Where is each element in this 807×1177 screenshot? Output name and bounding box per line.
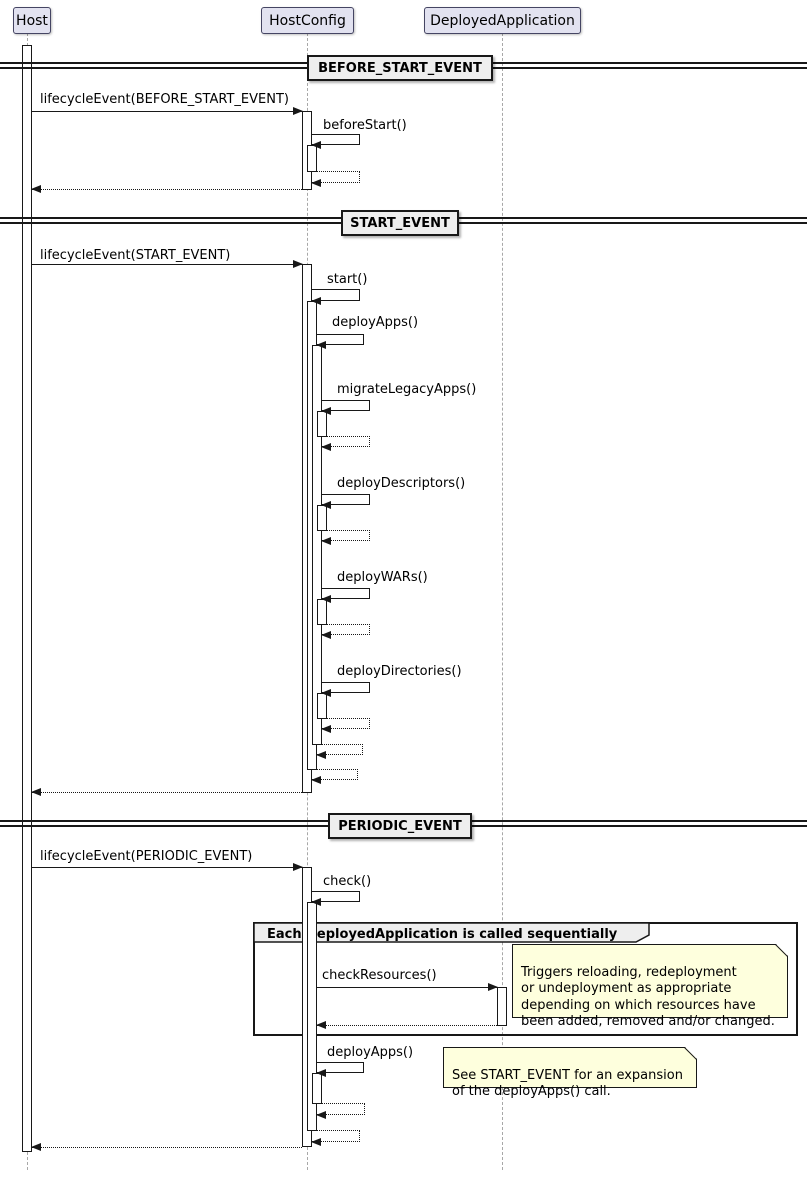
arrowhead-left-icon bbox=[316, 1069, 326, 1077]
arrowhead-left-icon bbox=[31, 185, 41, 193]
message-arrow-checkresources bbox=[317, 983, 498, 991]
message-label-beforestart: beforeStart() bbox=[323, 118, 407, 133]
arrowhead-left-icon bbox=[311, 898, 321, 906]
arrowhead-left-icon bbox=[321, 443, 331, 451]
self-return-deploydirectories bbox=[321, 718, 370, 733]
divider-start-event: START_EVENT bbox=[341, 210, 459, 236]
arrowhead-right-icon bbox=[293, 107, 303, 115]
participant-deployedapplication: DeployedApplication bbox=[424, 7, 581, 34]
self-call-start bbox=[311, 289, 360, 305]
arrowhead-left-icon bbox=[316, 1111, 326, 1119]
activation-bar-beforestart bbox=[307, 145, 317, 172]
arrowhead-left-icon bbox=[316, 341, 326, 349]
self-call-deploydirectories bbox=[321, 682, 370, 697]
self-call-deploywars bbox=[321, 588, 370, 603]
divider-before-start-event: BEFORE_START_EVENT bbox=[307, 55, 493, 81]
self-return-start bbox=[311, 769, 358, 784]
return-arrow-checkresources bbox=[316, 1021, 497, 1029]
self-call-deployapps-periodic bbox=[316, 1062, 364, 1077]
divider-start-event-label: START_EVENT bbox=[350, 215, 450, 231]
participant-deployedapplication-label: DeployedApplication bbox=[430, 12, 575, 29]
arrowhead-left-icon bbox=[321, 725, 331, 733]
self-call-deployapps bbox=[316, 334, 364, 349]
message-label-start: start() bbox=[327, 272, 368, 287]
self-return-check bbox=[311, 1130, 360, 1146]
arrowhead-left-icon bbox=[316, 751, 326, 759]
return-arrow-periodic bbox=[31, 1143, 302, 1151]
arrowhead-left-icon bbox=[321, 689, 331, 697]
message-label-checkresources: checkResources() bbox=[322, 968, 437, 983]
arrowhead-left-icon bbox=[311, 141, 321, 149]
note-deployapps-text: See START_EVENT for an expansion of the … bbox=[452, 1067, 683, 1100]
participant-host: Host bbox=[13, 7, 51, 34]
arrowhead-left-icon bbox=[321, 537, 331, 545]
message-arrow-lifecycle-before-start bbox=[32, 107, 303, 115]
divider-periodic-event: PERIODIC_EVENT bbox=[328, 813, 472, 839]
self-call-migratelegacyapps bbox=[321, 400, 370, 415]
activation-bar-deployapps-periodic bbox=[312, 1073, 322, 1104]
note-checkresources-text: Triggers reloading, redeployment or unde… bbox=[521, 964, 775, 1030]
arrowhead-left-icon bbox=[321, 631, 331, 639]
message-label-check: check() bbox=[323, 874, 372, 889]
self-call-check bbox=[311, 891, 360, 906]
arrowhead-left-icon bbox=[321, 407, 331, 415]
group-header-shape bbox=[253, 922, 650, 943]
arrowhead-right-icon bbox=[293, 260, 303, 268]
group-title: Each DeployedApplication is called seque… bbox=[267, 927, 618, 942]
group-frame-sequential: Each DeployedApplication is called seque… bbox=[253, 922, 798, 1036]
note-deployapps: See START_EVENT for an expansion of the … bbox=[443, 1047, 697, 1099]
message-label-deploywars: deployWARs() bbox=[337, 570, 428, 585]
participant-host-label: Host bbox=[16, 12, 48, 29]
self-return-migratelegacyapps bbox=[321, 436, 370, 451]
message-label-lifecycle-start: lifecycleEvent(START_EVENT) bbox=[40, 248, 231, 263]
message-label-deployapps: deployApps() bbox=[332, 315, 419, 330]
self-return-deploydescriptors bbox=[321, 530, 370, 545]
note-fold-icon bbox=[776, 944, 788, 956]
message-arrow-lifecycle-start bbox=[32, 260, 303, 268]
return-arrow-start bbox=[31, 788, 302, 796]
lifeline-deployedapplication bbox=[502, 33, 503, 1170]
message-label-deploydirectories: deployDirectories() bbox=[337, 664, 462, 679]
note-fold-icon bbox=[685, 1047, 697, 1059]
self-return-beforestart bbox=[311, 171, 360, 187]
message-label-lifecycle-before-start: lifecycleEvent(BEFORE_START_EVENT) bbox=[40, 92, 289, 107]
self-return-deployapps bbox=[316, 744, 363, 759]
return-arrow-before-start bbox=[31, 185, 302, 193]
arrowhead-right-icon bbox=[293, 863, 303, 871]
self-return-deployapps-periodic bbox=[316, 1103, 365, 1119]
activation-bar-deployapps bbox=[312, 345, 322, 745]
arrowhead-left-icon bbox=[316, 1021, 326, 1029]
arrowhead-left-icon bbox=[311, 1138, 321, 1146]
note-checkresources: Triggers reloading, redeployment or unde… bbox=[512, 944, 788, 1029]
arrowhead-left-icon bbox=[311, 297, 321, 305]
activation-bar-deployedapplication-checkresources bbox=[497, 987, 507, 1026]
arrowhead-left-icon bbox=[311, 179, 321, 187]
arrowhead-left-icon bbox=[31, 788, 41, 796]
self-return-deploywars bbox=[321, 624, 370, 639]
divider-before-start-event-label: BEFORE_START_EVENT bbox=[318, 60, 482, 76]
message-arrow-lifecycle-periodic bbox=[32, 863, 303, 871]
self-call-deploydescriptors bbox=[321, 494, 370, 509]
divider-periodic-event-label: PERIODIC_EVENT bbox=[338, 818, 462, 834]
participant-hostconfig: HostConfig bbox=[261, 7, 354, 34]
message-label-migratelegacyapps: migrateLegacyApps() bbox=[337, 382, 477, 397]
message-label-lifecycle-periodic: lifecycleEvent(PERIODIC_EVENT) bbox=[40, 849, 253, 864]
participant-hostconfig-label: HostConfig bbox=[269, 12, 346, 29]
arrowhead-left-icon bbox=[31, 1143, 41, 1151]
message-label-deploydescriptors: deployDescriptors() bbox=[337, 476, 466, 491]
activation-bar-host bbox=[22, 45, 32, 1152]
arrowhead-left-icon bbox=[321, 595, 331, 603]
message-label-deployapps-periodic: deployApps() bbox=[327, 1045, 414, 1060]
arrowhead-left-icon bbox=[321, 501, 331, 509]
arrowhead-right-icon bbox=[488, 983, 498, 991]
self-call-beforestart bbox=[311, 134, 360, 149]
arrowhead-left-icon bbox=[311, 776, 321, 784]
